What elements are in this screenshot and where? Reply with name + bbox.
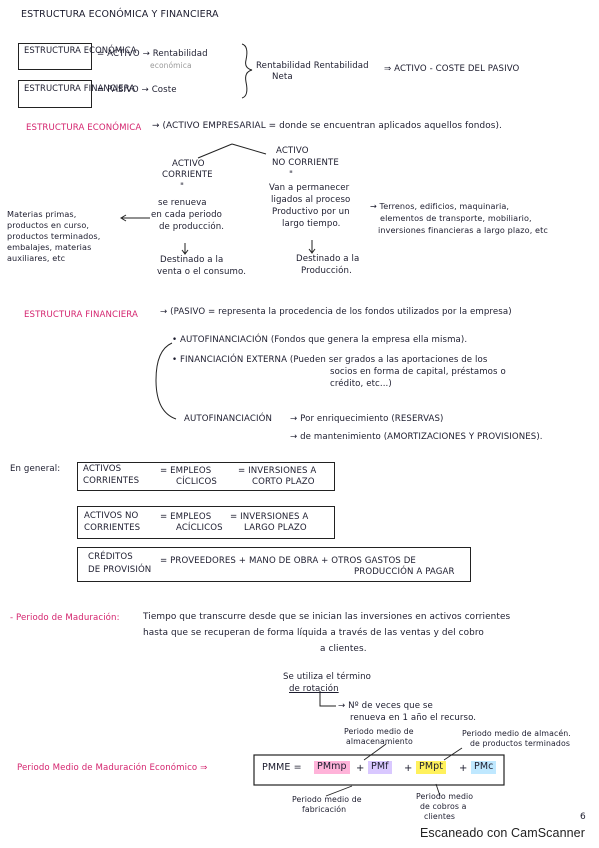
ac-desc1: se renueva [158, 198, 207, 208]
econ-faint: económica [150, 61, 192, 70]
maduracion-label: - Periodo de Maduración: [10, 613, 120, 623]
anc-desc1: Van a permanecer [269, 183, 350, 193]
r3-a1: CRÉDITOS [88, 552, 133, 562]
brace-text: Rentabilidad Rentabilidad [256, 61, 369, 71]
anc-desc3: Productivo por un [272, 207, 350, 217]
list-item: embalajes, materias [7, 242, 92, 252]
intro-result: ⇒ ACTIVO - COSTE DEL PASIVO [384, 64, 520, 74]
ann-bot2b: de cobros a [420, 802, 467, 811]
fin-heading: ESTRUCTURA FINANCIERA [24, 310, 138, 320]
term-pmf: PMf [368, 761, 392, 774]
auto-a: → Por enriquecimiento (RESERVAS) [290, 414, 444, 424]
list-item: elementos de transporte, mobiliario, [380, 213, 532, 223]
r1-a2: CORRIENTES [83, 476, 140, 486]
footer-watermark: Escaneado con CamScanner [420, 826, 585, 840]
ann-top2a: Periodo medio de almacén. [462, 729, 571, 738]
econ-definition: → (ACTIVO EMPRESARIAL = donde se encuent… [152, 121, 502, 131]
ann-bot2c: clientes [424, 812, 456, 821]
anc-desc4: largo tiempo. [282, 219, 341, 229]
note1: Se utiliza el término [283, 672, 371, 682]
fin-item2b: socios en forma de capital, préstamos o [330, 367, 506, 377]
list-item: auxiliares, etc [7, 253, 66, 263]
general-label: En general: [10, 464, 61, 474]
general-row-1: ACTIVOS CORRIENTES = EMPLEOS CÍCLICOS = … [77, 462, 335, 491]
ac-dest2: venta o el consumo. [157, 267, 247, 277]
ann-top2b: de productos terminados [470, 739, 571, 748]
r2-a1: ACTIVOS NO [84, 511, 139, 521]
page-number: 6 [580, 812, 586, 822]
auto-label: AUTOFINANCIACIÓN [184, 414, 272, 424]
r2-b2: ACÍCLICOS [176, 523, 223, 533]
brace-text2: Neta [272, 72, 293, 82]
ann-bot2a: Periodo medio [416, 792, 474, 801]
r1-b2: CÍCLICOS [176, 477, 217, 487]
plus-1: + [356, 763, 365, 774]
ac-title1: ACTIVO [172, 159, 205, 169]
auto-b: → de mantenimiento (AMORTIZACIONES Y PRO… [290, 432, 543, 442]
ac-dest1: Destinado a la [160, 255, 224, 265]
maduracion-text1: Tiempo que transcurre desde que se inici… [143, 612, 511, 622]
general-row-2: ACTIVOS NO CORRIENTES = EMPLEOS ACÍCLICO… [77, 506, 335, 539]
r1-b1: = EMPLEOS [160, 466, 212, 476]
r3-b2: PRODUCCIÓN A PAGAR [354, 567, 455, 577]
list-item: productos terminados, [7, 231, 101, 241]
note4: renueva en 1 año el recurso. [350, 713, 477, 723]
fin-item1: • AUTOFINANCIACIÓN (Fondos que genera la… [172, 335, 468, 345]
term-pmpt: PMpt [416, 761, 447, 774]
box-econ: ESTRUCTURA ECONÓMICA [18, 43, 136, 70]
box-fin: ESTRUCTURA FINANCIERA [18, 80, 135, 108]
econ-heading: ESTRUCTURA ECONÓMICA [26, 123, 142, 133]
anc-title2: NO CORRIENTE [272, 158, 339, 168]
general-row-3: CRÉDITOS DE PROVISIÓN = PROVEEDORES + MA… [77, 547, 471, 582]
r1-a1: ACTIVOS [83, 464, 122, 474]
fin-item2a: • FINANCIACIÓN EXTERNA (Pueden ser grado… [172, 355, 488, 365]
term-pmmp: PMmp [314, 761, 350, 774]
box-econ-label: ESTRUCTURA ECONÓMICA [24, 45, 137, 55]
plus-3: + [459, 763, 468, 774]
box-fin-label: ESTRUCTURA FINANCIERA [24, 83, 136, 93]
ann-top1b: almacenamiento [346, 737, 413, 746]
maduracion-text2: hasta que se recuperan de forma líquida … [143, 628, 484, 638]
page-title: ESTRUCTURA ECONÓMICA Y FINANCIERA [21, 9, 219, 20]
fin-definition: → (PASIVO = representa la procedencia de… [160, 307, 512, 317]
term-pmc: PMc [471, 761, 497, 774]
list-item: Materias primas, [7, 209, 77, 219]
r2-b1: = EMPLEOS [160, 512, 212, 522]
ann-top1a: Periodo medio de [344, 727, 414, 736]
list-item: → Terrenos, edificios, maquinaria, [370, 201, 510, 211]
r3-a2: DE PROVISIÓN [88, 565, 152, 575]
plus-2: + [404, 763, 413, 774]
note3: → Nº de veces que se [338, 701, 433, 711]
r1-c2: CORTO PLAZO [252, 477, 315, 487]
anc-dest1: Destinado a la [296, 254, 360, 264]
r1-c1: = INVERSIONES A [238, 466, 317, 476]
maduracion-text3: a clientes. [320, 644, 367, 654]
note2: de rotación [289, 684, 339, 694]
list-item: productos en curso, [7, 220, 90, 230]
econ-equation: = ACTIVO → Rentabilidad [97, 49, 208, 59]
ann-bot1b: fabricación [302, 805, 347, 814]
fin-item2c: crédito, etc...) [330, 379, 392, 389]
fin-equation: = PASIVO → Coste [97, 85, 177, 95]
anc-desc2: ligados al proceso [271, 195, 351, 205]
r2-c2: LARGO PLAZO [244, 523, 307, 533]
ann-bot1a: Periodo medio de [292, 795, 362, 804]
ac-title2: CORRIENTE [162, 170, 213, 180]
list-item: inversiones financieras a largo plazo, e… [378, 225, 548, 235]
ac-quote: " [180, 182, 185, 192]
ac-desc3: de producción. [159, 222, 225, 232]
r3-b: = PROVEEDORES + MANO DE OBRA + OTROS GAS… [160, 556, 416, 566]
pmme-label: Periodo Medio de Maduración Económico ⇒ [17, 763, 208, 773]
r2-a2: CORRIENTES [84, 523, 141, 533]
anc-quote: " [289, 170, 294, 180]
anc-title1: ACTIVO [276, 146, 309, 156]
r2-c1: = INVERSIONES A [230, 512, 309, 522]
ac-desc2: en cada periodo [151, 210, 223, 220]
formula-lhs: PMME = [262, 762, 302, 773]
anc-dest2: Producción. [301, 266, 352, 276]
